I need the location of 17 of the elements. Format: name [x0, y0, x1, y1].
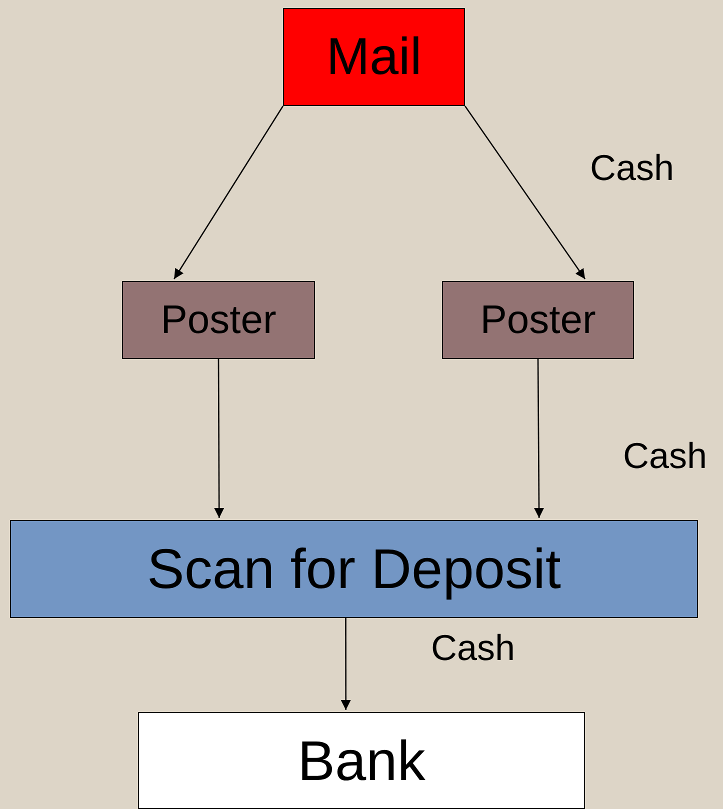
box-label: Poster [160, 300, 276, 340]
flow-note: Cash [431, 630, 516, 666]
process-box [442, 281, 634, 359]
arrow [464, 106, 586, 280]
process-box [10, 520, 698, 618]
arrow [340, 618, 351, 710]
process-box [122, 281, 315, 359]
box-label: Poster [480, 300, 596, 340]
box-label: Bank [298, 732, 426, 788]
flow-note: Cash [623, 438, 708, 474]
arrow [534, 359, 544, 518]
flow-note: Cash [590, 150, 674, 186]
arrow [214, 359, 224, 518]
arrow [174, 106, 284, 280]
process-box [138, 712, 585, 809]
process-box [283, 8, 465, 106]
box-label: Mail [326, 31, 422, 83]
